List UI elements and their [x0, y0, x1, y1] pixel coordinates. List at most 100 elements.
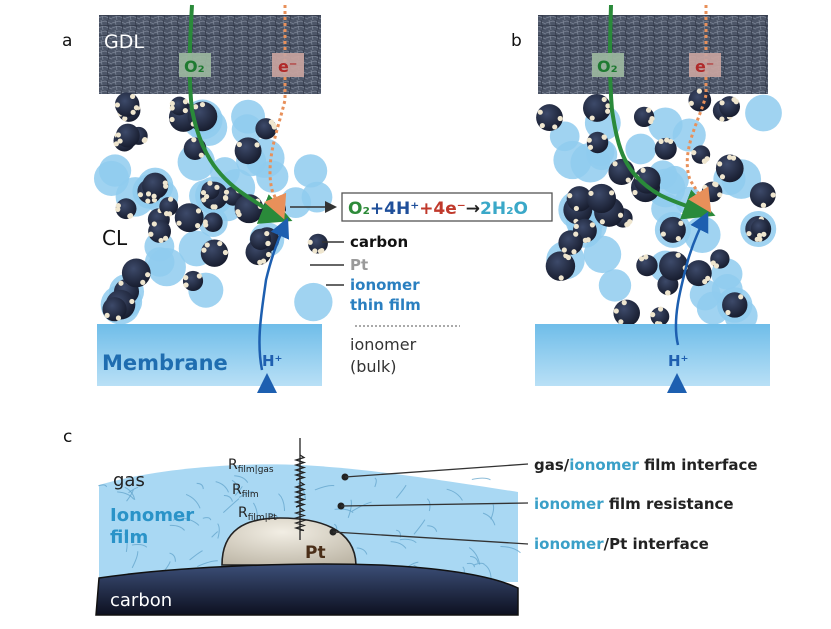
carbon-particle — [688, 88, 712, 112]
pt-nanoparticle — [222, 249, 229, 256]
ionomer-fiber — [473, 562, 485, 566]
carbon-particle — [650, 307, 670, 326]
pt-nanoparticle — [214, 184, 220, 190]
ionomer-fiber — [217, 523, 220, 539]
pt-nanoparticle — [746, 230, 752, 237]
pt-nanoparticle — [605, 103, 611, 109]
pt-nanoparticle — [201, 247, 207, 253]
proton-label-b: H⁺ — [668, 352, 688, 370]
ionomer-fiber — [278, 493, 285, 511]
pt-nanoparticle — [599, 219, 605, 225]
carbon-particle — [749, 182, 776, 208]
pt-nanoparticle — [223, 189, 230, 195]
ionomer-fiber — [356, 547, 368, 555]
ionomer-fiber — [197, 560, 218, 567]
pt-nanoparticle — [145, 191, 152, 197]
ionomer-fiber — [131, 543, 148, 548]
pt-nanoparticle — [649, 115, 655, 122]
e-badge-a-text: e⁻ — [278, 57, 297, 76]
carbon-particle — [203, 212, 223, 232]
ionomer-fiber — [399, 538, 417, 544]
ionomer-fiber — [196, 482, 204, 490]
o2-badge-b-text: O₂ — [597, 57, 618, 76]
catalyst-layer-b — [536, 88, 782, 333]
ionomer-fiber — [470, 556, 479, 564]
oxygen-path-b — [608, 4, 716, 220]
pt-nanoparticle — [200, 189, 207, 196]
ionomer-coating — [648, 107, 683, 142]
pt-nanoparticle — [207, 180, 213, 186]
pt-nanoparticle — [117, 138, 123, 144]
pt-nanoparticle — [191, 137, 197, 143]
panel-c: c Pt carbon gas Ionomer film Rfilm|gas R… — [63, 427, 758, 616]
resistor-film: Rfilm — [232, 482, 259, 500]
pt-nanoparticle — [565, 254, 572, 261]
pt-nanoparticle — [738, 294, 744, 300]
ionomer-coating — [294, 282, 333, 322]
ionomer-fiber — [374, 477, 377, 488]
pt-label: Pt — [305, 543, 326, 563]
pt-nanoparticle — [169, 116, 175, 123]
e-badge-b-text: e⁻ — [695, 57, 714, 76]
pt-nanoparticle — [618, 319, 624, 325]
carbon-label: carbon — [110, 590, 172, 611]
o2-badge-a-text: O₂ — [184, 57, 205, 76]
pt-nanoparticle — [193, 104, 199, 110]
legend-pt: Pt — [350, 256, 368, 274]
ionomer-coating — [93, 160, 129, 196]
carbon-particle — [659, 251, 689, 281]
pt-nanoparticle — [182, 99, 189, 105]
carbon-support — [95, 563, 519, 616]
pt-nanoparticle — [196, 273, 202, 279]
pt-nanoparticle — [158, 237, 164, 244]
pt-nanoparticle — [657, 306, 664, 312]
pt-nanoparticle — [169, 105, 175, 111]
ionomer-fiber — [98, 484, 108, 488]
membrane-a — [97, 324, 322, 386]
e-badge-a — [272, 53, 304, 77]
pt-nanoparticle — [140, 279, 146, 286]
pt-nanoparticle — [650, 312, 656, 318]
ionomer-fiber — [128, 487, 139, 494]
pt-nanoparticle — [713, 182, 719, 188]
legend-carbon: carbon — [350, 233, 408, 251]
pt-nanoparticle — [151, 193, 157, 199]
pt-nanoparticle — [236, 141, 242, 148]
pt-nanoparticle — [202, 219, 208, 225]
membrane-b — [535, 324, 770, 386]
pt-nanoparticle — [675, 252, 681, 258]
ionomer-fiber — [471, 477, 491, 481]
ionomer-coating — [745, 94, 782, 132]
pt-nanoparticle — [115, 132, 121, 138]
ionomer-fiber — [124, 486, 136, 500]
pt-nanoparticle — [539, 122, 545, 129]
ionomer-coating — [549, 121, 580, 152]
pt-nanoparticle — [710, 260, 716, 266]
pt-nanoparticle — [141, 137, 147, 144]
pt-nanoparticle — [573, 223, 579, 230]
carbon-particle — [710, 249, 730, 269]
ionomer-fiber — [466, 562, 475, 568]
pt-nanoparticle — [217, 240, 223, 247]
ionomer-fiber — [347, 499, 352, 518]
pt-nanoparticle — [719, 174, 726, 180]
ionomer-fiber — [215, 481, 229, 493]
pt-nanoparticle — [725, 309, 731, 316]
pt-nanoparticle — [587, 144, 594, 150]
ionomer-fiber — [427, 525, 438, 532]
pt-nanoparticle — [567, 193, 573, 199]
pt-nanoparticle — [719, 116, 725, 122]
pt-nanoparticle — [127, 213, 133, 219]
legend-ionomer-thin-1: ionomer — [350, 276, 420, 294]
ionomer-film-label-1: Ionomer — [110, 505, 194, 526]
carbon-particle — [159, 197, 179, 216]
electron-path-b — [685, 5, 712, 214]
pt-nanoparticle — [268, 119, 275, 125]
pt-nanoparticle — [182, 107, 188, 114]
ionomer-fiber — [234, 475, 249, 483]
pt-nanoparticle — [222, 195, 229, 201]
pt-nanoparticle — [163, 211, 170, 217]
pt-nanoparticle — [717, 192, 723, 198]
callout-line-gas-interface — [344, 463, 529, 478]
